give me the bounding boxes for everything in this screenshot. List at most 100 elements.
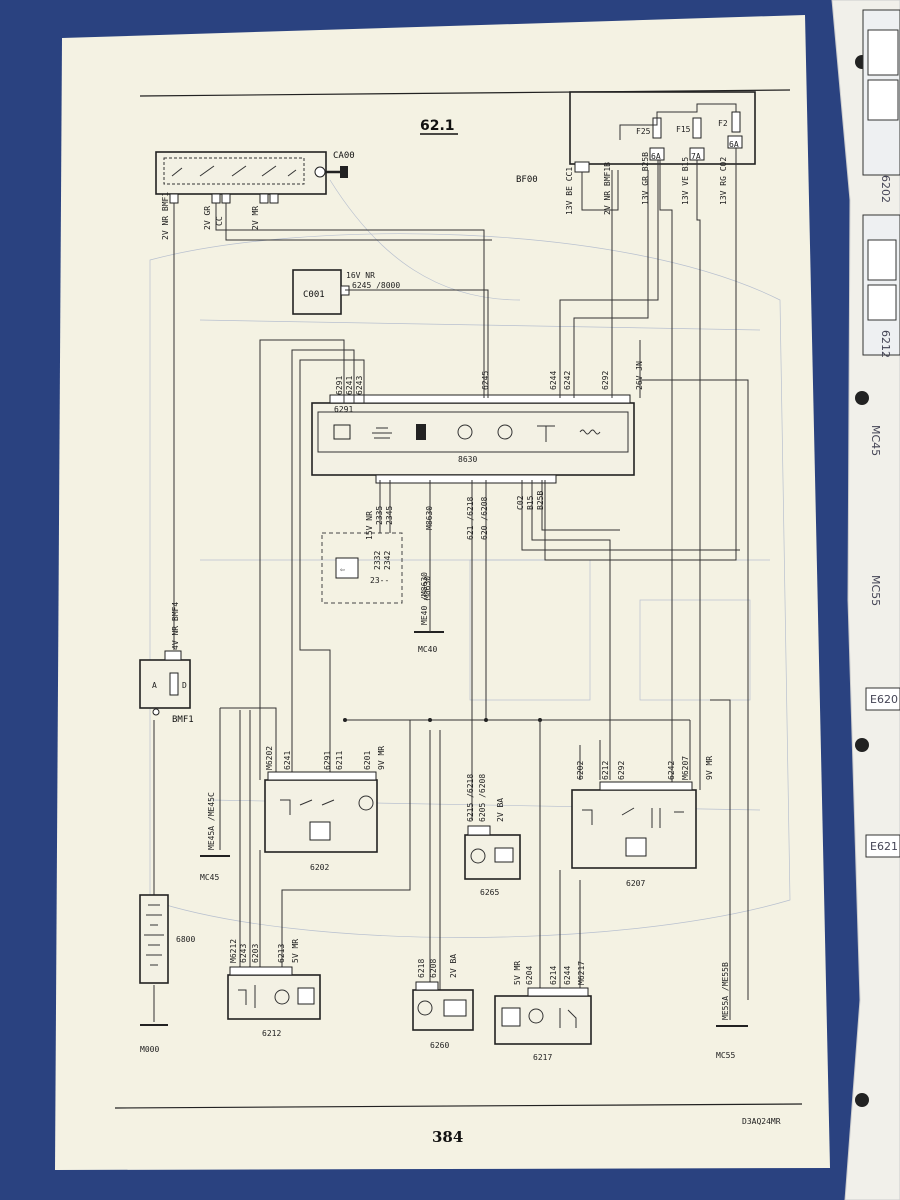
gauge-plus-icon [457,424,473,440]
bf00-ve-label: 13V VE B15 [681,157,690,205]
wire-label: 6242 [667,761,676,780]
component-6207: 6207 6202 6212 6292 6242 M6207 9V MR [571,756,714,888]
wire-label: 6218 [417,959,426,978]
ground-label: ME55A /ME55B [721,962,730,1020]
component-6212: 6212 M6212 6243 6203 6213 5V MR [227,939,321,1038]
wire-label: 6241 [345,376,354,395]
bmf1-label: BMF1 [172,715,194,725]
document-reference: D3AQ24MR [742,1117,781,1126]
bf00-fuse-box: F25 F15 F2 6A 7A 6A BF00 13V BE CC1 2V N… [516,91,756,215]
bf00-be-label: 13V BE CC1 [565,167,574,215]
wire-label: 6205 /6208 [478,774,487,822]
wire-label: 6291 [323,751,332,770]
wire-label: 6245 [481,371,490,390]
pin-label: 6291 [334,405,353,414]
wire-label: 6244 [563,966,572,985]
signal-wave-icon [579,429,601,435]
ground-m000: M000 [140,1024,168,1054]
diagram-title: 62.1 [420,118,455,134]
instrument-cluster-8630: 6291 8630 [311,394,635,484]
c6800-label: 6800 [176,935,195,944]
wire-label: 6291 [335,376,344,395]
side-tab: 6212 [862,214,900,358]
mc45-label: MC45 [200,873,219,882]
fuse-f25-label: F25 [636,127,651,136]
wire-label: 6208 [429,959,438,978]
paper-sheet [55,15,830,1170]
wire-label: 6242 [563,371,572,390]
gauge-arrow-icon [497,424,513,440]
ca00-cc-label: CC [215,216,224,226]
ca00-mr-label: 2V MR [251,206,260,230]
switch-group-23: ⇦ 2332 2342 23-- [321,532,403,604]
component-6217: 6217 5V MR 6204 6214 6244 M6217 [494,961,592,1062]
component-6202: 6202 M6202 6241 6291 6211 6201 9V MR [264,746,386,872]
c6217-label: 6217 [533,1053,552,1062]
fuse-f15-label: F15 [676,125,691,134]
c6212-label: 6212 [262,1029,281,1038]
wire-label: 15V NR [365,511,374,540]
wire-label: 6244 [549,371,558,390]
wire-label: 6213 [277,944,286,963]
wire-label: 6292 [601,371,610,390]
wire-label: 6241 [283,751,292,770]
wire-label: 2342 [383,551,392,570]
fuel-pump-icon [416,424,426,440]
bf00-rg-label: 13V RG C02 [719,157,728,205]
wire-label: 621 /6218 [466,496,475,540]
c6207-label: 6207 [626,879,645,888]
m000-label: M000 [140,1045,159,1054]
svg-text:A: A [152,681,157,690]
mc40-label: MC40 [418,645,437,654]
wire-label: M6207 [681,756,690,780]
wiring-harness [153,148,749,1022]
wire-label: 4V NR BMF4 [171,602,180,650]
mc55-label: MC55 [716,1051,735,1060]
side-tab-e620: E620 [870,693,898,706]
side-tab: E620 [865,687,900,711]
bf00-label: BF00 [516,175,538,185]
side-tab-6202: 6202 [879,175,892,203]
wire-label: 5V MR [513,961,522,985]
ground-mc40: ME40 /M8630 MC40 [414,572,444,654]
cluster-8630-label: 8630 [458,455,477,464]
bf00-nr-label: 2V NR BMF1B [603,162,612,215]
ecu-chip-icon [333,424,351,440]
ca00-wire-label: 2V NR BMF1 [161,192,170,240]
wire-label: 2332 [373,551,382,570]
wire-label: 9V MR [377,746,386,770]
wire-label: M6202 [265,746,274,770]
wire-label: 9V MR [705,756,714,780]
wire-label: 6211 [335,751,344,770]
ground-label: ME40 /M8630 [420,572,429,625]
fuse-rating: 6A [651,152,661,161]
c001-wire-label: 16V NR [346,271,375,280]
wire-label: B15 [526,495,535,510]
ground-mc45: ME45A /ME45C MC45 [200,792,230,882]
side-tab: E621 [865,834,900,858]
wire-label: 6201 [363,751,372,770]
headlamp-icon [372,427,392,439]
svg-text:D: D [182,681,187,690]
wire-label: 2V BA [449,954,458,978]
side-tab-mc45: MC45 [869,425,882,456]
c6265-label: 6265 [480,888,499,897]
bf00-gr-label: 13V GR B25B [641,152,650,205]
ca00-label: CA00 [333,151,355,161]
switch-group-label: 23-- [370,576,389,585]
wire-label: M8630 [423,576,432,600]
ground-label: ME45A /ME45C [207,792,216,850]
binder-hole [855,738,869,752]
binder-hole [855,1093,869,1107]
wire-label: 5V MR [291,939,300,963]
svg-text:⇦: ⇦ [340,565,345,574]
tool-key-icon [537,425,555,442]
c6202-label: 6202 [310,863,329,872]
side-tab-mc55: MC55 [869,575,882,606]
binder-hole [855,391,869,405]
fuse-rating: 6A [729,140,739,149]
ground-mc55: ME55A /ME55B MC55 [716,962,748,1060]
c001-label: C001 [303,290,325,300]
wire-label: C02 [516,495,525,510]
